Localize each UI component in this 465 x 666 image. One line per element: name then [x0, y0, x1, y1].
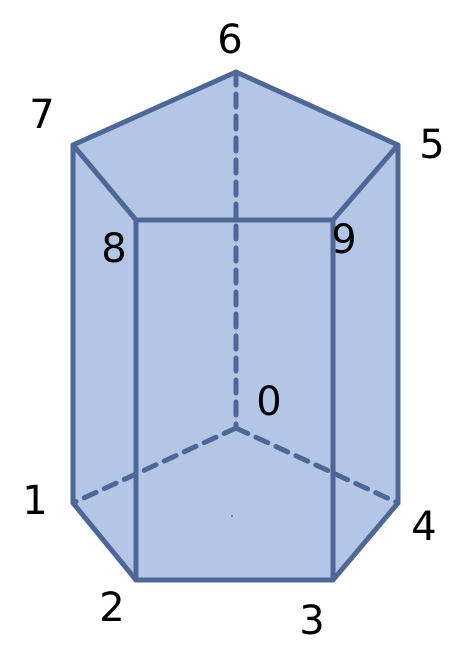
center-dot [231, 515, 233, 517]
prism-left-face [73, 145, 136, 580]
vertex-labels: 0 1 2 3 4 5 6 7 8 9 [22, 17, 444, 644]
hidden-edge-0-4 [233, 425, 401, 506]
hidden-edges [70, 69, 401, 506]
visible-edges [70, 69, 401, 583]
vertex-label-4: 4 [411, 504, 436, 550]
vertex-label-5: 5 [419, 122, 444, 168]
vertex-label-0: 0 [256, 379, 281, 425]
vertex-label-9: 9 [331, 217, 356, 263]
vertex-label-7: 7 [29, 92, 54, 138]
top-outline [70, 69, 401, 223]
vertex-label-2: 2 [99, 585, 124, 631]
vertex-label-1: 1 [22, 478, 47, 524]
vertex-label-3: 3 [299, 598, 324, 644]
bottom-outline [70, 500, 401, 583]
prism-right-face [333, 145, 398, 580]
vertex-label-8: 8 [101, 226, 126, 272]
hidden-edge-0-1 [70, 425, 239, 506]
vertex-label-6: 6 [217, 17, 242, 63]
